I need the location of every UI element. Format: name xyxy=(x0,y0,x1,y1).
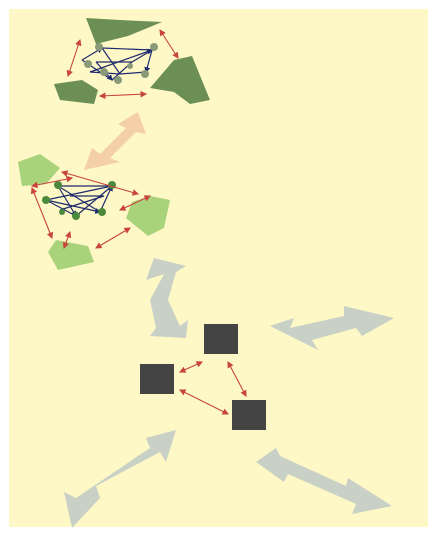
top-cluster xyxy=(54,18,210,104)
middle-red-arrows xyxy=(30,170,151,250)
node xyxy=(98,208,106,216)
gray-double-arrow-lower-left xyxy=(64,430,176,528)
node xyxy=(54,181,62,189)
node xyxy=(114,76,122,84)
bottom-red-arrows xyxy=(178,361,247,415)
dark-square-left xyxy=(140,364,174,394)
top-nodes xyxy=(84,43,158,84)
gray-double-arrow-right xyxy=(270,306,394,350)
node xyxy=(84,60,92,68)
middle-cluster xyxy=(18,154,170,270)
node xyxy=(42,196,50,204)
bottom-cluster xyxy=(140,324,266,430)
node xyxy=(100,68,108,76)
middle-patch-right xyxy=(126,196,170,236)
node xyxy=(95,43,103,51)
gray-double-arrow-lower-right xyxy=(256,448,392,514)
gray-arrows xyxy=(64,258,394,528)
top-red-arrows xyxy=(66,29,179,100)
node xyxy=(127,63,133,69)
dark-square-top xyxy=(204,324,238,354)
top-patch-top xyxy=(86,18,162,44)
node xyxy=(59,209,65,215)
node xyxy=(150,43,158,51)
gray-double-arrow-upper xyxy=(146,258,188,338)
node xyxy=(72,212,80,220)
middle-patch-bottom xyxy=(48,240,94,270)
peach-double-arrow xyxy=(84,112,146,170)
node xyxy=(141,70,149,78)
top-patch-left xyxy=(54,80,98,104)
top-patch-right xyxy=(150,56,210,104)
dark-square-bottom xyxy=(232,400,266,430)
